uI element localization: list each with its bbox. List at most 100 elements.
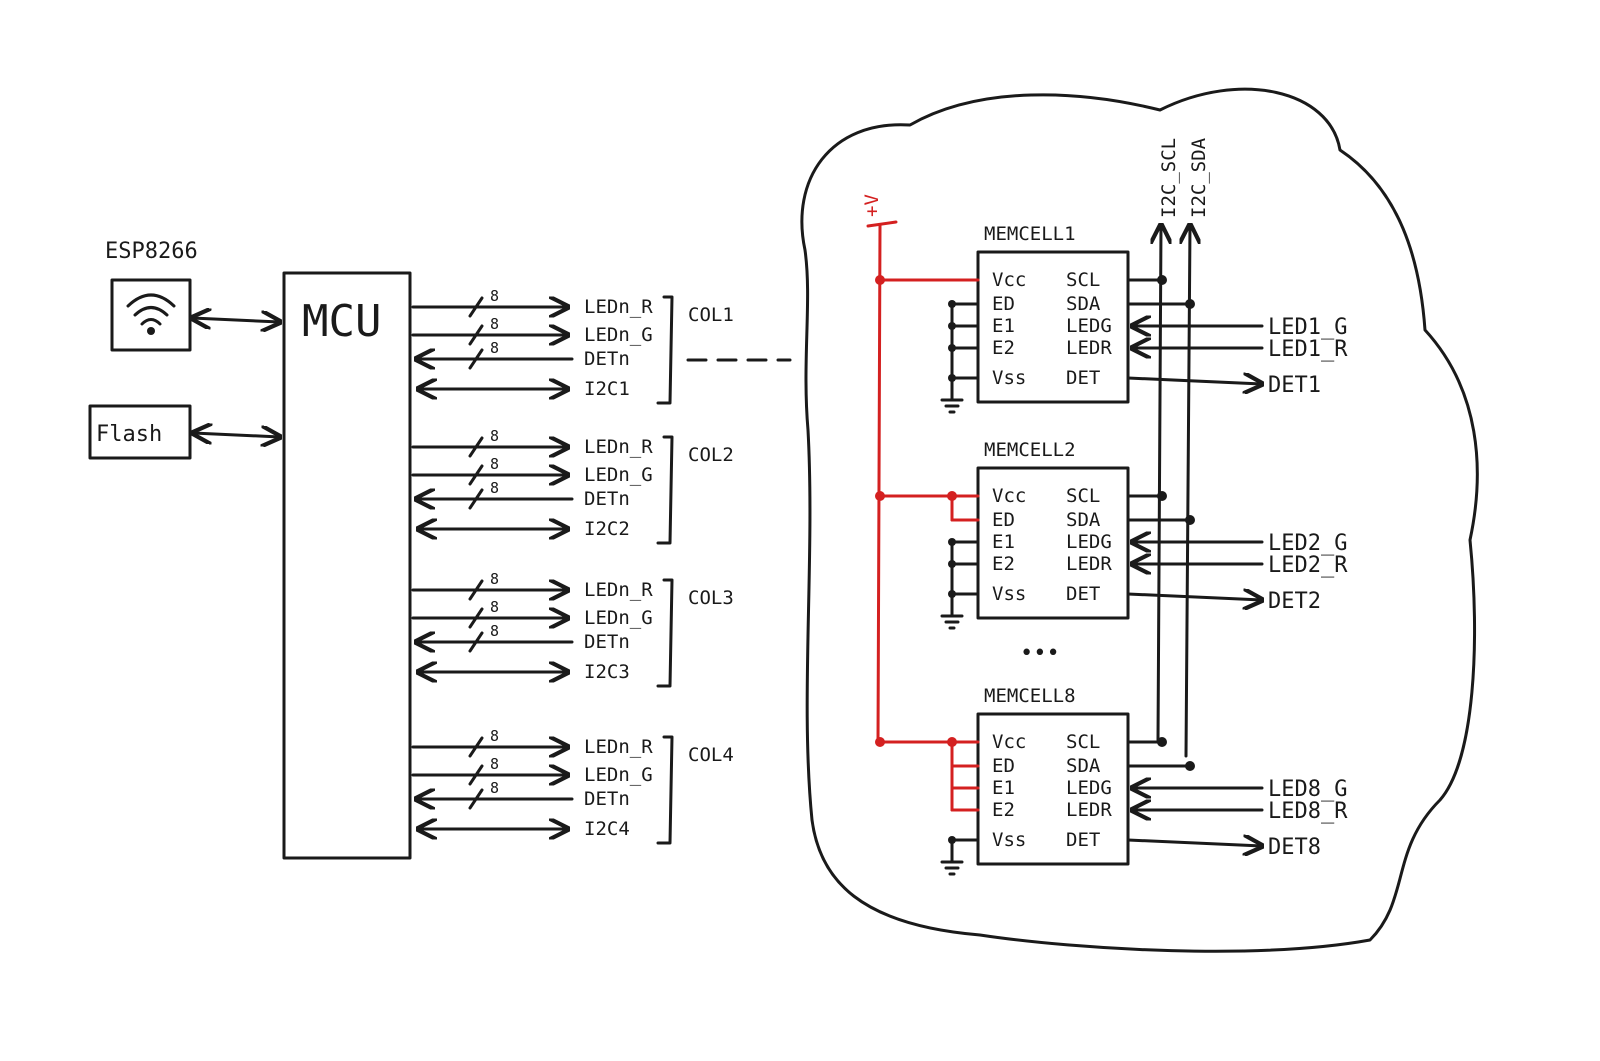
bus-width-label: 8: [490, 622, 499, 640]
chip-pin-right: SCL: [1066, 269, 1100, 291]
flash-label: Flash: [96, 422, 162, 447]
signal-label: I2C1: [584, 378, 630, 400]
bus-width-slash: [468, 488, 484, 510]
memcell-2: MEMCELL2VccEDE1E2VssSCLSDALEDGLEDRDETLED…: [875, 439, 1348, 630]
signal-label: I2C2: [584, 518, 630, 540]
junction-dot: [948, 300, 956, 308]
junction-dot: [1157, 275, 1167, 285]
chip-pin-left: E2: [992, 799, 1015, 821]
chip-pin-left: Vcc: [992, 485, 1026, 507]
signal-label: LEDn_R: [584, 296, 653, 318]
det-label: DET8: [1268, 835, 1321, 860]
chip-pin-right: LEDG: [1066, 315, 1112, 337]
bus-width-label: 8: [490, 427, 499, 445]
junction-dot: [948, 836, 956, 844]
led-r-label: LED2_R: [1268, 553, 1348, 578]
i2c-sda-label: I2C_SDA: [1188, 137, 1210, 218]
bus-width-slash: [468, 324, 484, 346]
memory-array-boundary: [800, 87, 1479, 953]
column-bracket: [656, 735, 674, 845]
chip-pin-left: E1: [992, 777, 1015, 799]
chip-pin-right: LEDG: [1066, 531, 1112, 553]
bus-width-label: 8: [490, 755, 499, 773]
bus-width-label: 8: [490, 315, 499, 333]
chip-pin-left: Vcc: [992, 731, 1026, 753]
junction-dot: [947, 491, 957, 501]
chip-pin-left: E2: [992, 337, 1015, 359]
chip-pin-right: DET: [1066, 583, 1100, 605]
i2c-sda-line: [1186, 225, 1190, 758]
junction-dot: [1185, 515, 1195, 525]
signal-label: DETn: [584, 348, 630, 370]
esp8266-box: [110, 278, 192, 352]
mcu-label: MCU: [302, 296, 381, 347]
column-label: COL3: [688, 587, 734, 609]
chip-pin-left: Vss: [992, 583, 1026, 605]
mcu-block: [282, 271, 412, 860]
i2c-scl-line: [1158, 225, 1161, 742]
memcell-3: MEMCELL8VccEDE1E2VssSCLSDALEDGLEDRDETLED…: [875, 685, 1348, 876]
column-bracket: [656, 295, 674, 405]
bus-width-slash: [468, 631, 484, 653]
bus-width-slash: [468, 464, 484, 486]
chip-pin-right: SCL: [1066, 485, 1100, 507]
flash-mcu-link: [193, 433, 280, 437]
chip-pin-left: ED: [992, 755, 1015, 777]
bus-width-label: 8: [490, 570, 499, 588]
led-g-label: LED1_G: [1268, 315, 1347, 340]
memcell-name: MEMCELL2: [984, 439, 1076, 461]
junction-dot: [875, 275, 885, 285]
det-wire: [1126, 378, 1262, 384]
signal-label: LEDn_R: [584, 579, 653, 601]
signal-label: DETn: [584, 488, 630, 510]
esp8266-label: ESP8266: [105, 239, 198, 264]
bus-width-label: 8: [490, 598, 499, 616]
junction-dot: [948, 560, 956, 568]
bus-width-slash: [468, 579, 484, 601]
signal-label: LEDn_R: [584, 436, 653, 458]
led-g-label: LED8_G: [1268, 777, 1347, 802]
det-wire: [1126, 594, 1262, 600]
signal-label: LEDn_G: [584, 324, 653, 346]
bus-width-slash: [468, 736, 484, 758]
chip-pin-right: LEDR: [1066, 553, 1112, 575]
column-bracket: [656, 578, 674, 688]
junction-dot: [948, 344, 956, 352]
bus-width-label: 8: [490, 727, 499, 745]
led-g-label: LED2_G: [1268, 531, 1347, 556]
signal-label: DETn: [584, 788, 630, 810]
led-r-label: LED8_R: [1268, 799, 1348, 824]
power-label: +V: [861, 194, 883, 217]
signal-label: LEDn_G: [584, 464, 653, 486]
memcell-name: MEMCELL8: [984, 685, 1076, 707]
junction-dot: [875, 737, 885, 747]
bus-width-label: 8: [490, 779, 499, 797]
bus-width-slash: [468, 348, 484, 370]
memcell-1: MEMCELL1VccEDE1E2VssSCLSDALEDGLEDRDETLED…: [875, 223, 1348, 414]
signal-label: LEDn_R: [584, 736, 653, 758]
bus-width-label: 8: [490, 455, 499, 473]
chip-pin-right: SDA: [1066, 293, 1101, 315]
column-buses: 888LEDn_RLEDn_GDETnI2C1COL1888LEDn_RLEDn…: [411, 287, 734, 845]
column-label: COL4: [688, 744, 734, 766]
junction-dot: [1157, 491, 1167, 501]
column-label: COL1: [688, 304, 734, 326]
chip-pin-left: Vss: [992, 367, 1026, 389]
chip-pin-right: SDA: [1066, 755, 1101, 777]
led-r-label: LED1_R: [1268, 337, 1348, 362]
signal-label: I2C3: [584, 661, 630, 683]
bus-width-slash: [468, 788, 484, 810]
chip-pin-left: E2: [992, 553, 1015, 575]
chip-pin-right: DET: [1066, 367, 1100, 389]
junction-dot: [1185, 299, 1195, 309]
junction-dot: [1185, 761, 1195, 771]
chip-pin-left: ED: [992, 509, 1015, 531]
chip-pin-left: E1: [992, 531, 1015, 553]
det-wire: [1126, 840, 1262, 846]
junction-dot: [875, 491, 885, 501]
